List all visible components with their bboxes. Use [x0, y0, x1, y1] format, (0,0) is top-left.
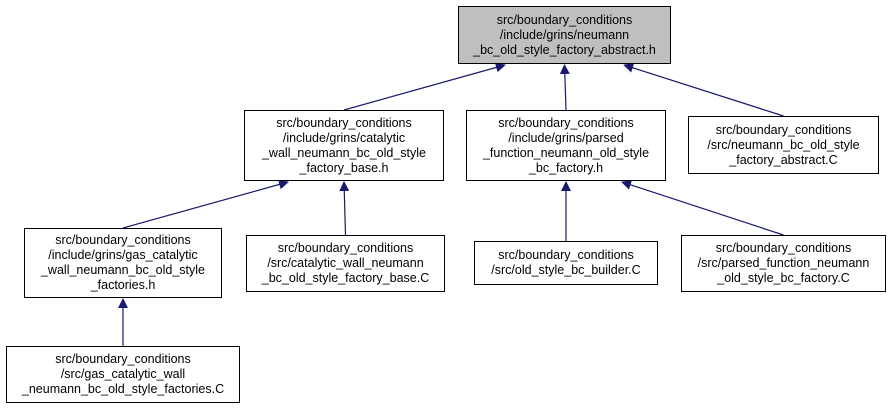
node-label-line: _neumann_bc_old_style_factories.C: [21, 382, 225, 396]
node-gas-catalytic-factories-source[interactable]: src/boundary_conditions/src/gas_catalyti…: [6, 346, 240, 403]
node-label-line: /src/parsed_function_neumann: [697, 256, 870, 270]
node-label-line: /src/catalytic_wall_neumann: [267, 256, 424, 270]
node-catalytic-factory-base-header[interactable]: src/boundary_conditions/include/grins/ca…: [244, 110, 444, 181]
node-label-line: /src/neumann_bc_old_style: [707, 137, 860, 152]
node-label-line: _bc_factory.h: [528, 160, 604, 175]
node-label-line: _old_style_bc_factory.C: [717, 271, 850, 285]
node-label-line: src/boundary_conditions: [55, 233, 191, 247]
node-label-line: src/boundary_conditions: [498, 115, 634, 130]
edge-catalytic_base_h-to-root: [343, 62, 506, 111]
node-label-line: /src/gas_catalytic_wall: [60, 367, 186, 381]
node-root-header: src/boundary_conditions/include/grins/ne…: [458, 6, 671, 64]
node-label-line: src/boundary_conditions: [55, 352, 191, 366]
edge-parsed_function_h-to-root: [559, 64, 570, 111]
node-label-line: _factories.h: [90, 278, 156, 292]
edge-parsed_function_c-to-parsed_function_h: [621, 180, 784, 236]
node-old-style-bc-builder-source[interactable]: src/boundary_conditions/src/old_style_bc…: [474, 241, 658, 285]
edge-catalytic_base_c-to-catalytic_base_h: [339, 181, 350, 236]
node-label-line: _wall_neumann_bc_old_style: [40, 263, 205, 277]
node-label-line: /include/grins/neumann: [499, 27, 630, 42]
node-label-line: _bc_old_style_factory_abstract.h: [473, 42, 656, 57]
node-catalytic-factory-base-source[interactable]: src/boundary_conditions/src/catalytic_wa…: [246, 235, 445, 292]
node-label-line: _function_neumann_old_style: [482, 145, 650, 160]
edge-factory_abstract_c-to-root: [623, 62, 784, 117]
edge-gas_catalytic_h-to-catalytic_base_h: [122, 179, 289, 229]
node-parsed-function-factory-header[interactable]: src/boundary_conditions/include/grins/pa…: [466, 110, 666, 181]
node-label-line: src/boundary_conditions: [496, 12, 633, 27]
node-label-line: _wall_neumann_bc_old_style: [261, 145, 426, 160]
node-label-line: _factory_abstract.C: [729, 152, 838, 167]
node-gas-catalytic-factories-header[interactable]: src/boundary_conditions/include/grins/ga…: [24, 228, 222, 298]
node-label-line: src/boundary_conditions: [277, 241, 414, 255]
node-label-line: src/boundary_conditions: [715, 241, 852, 255]
node-label-line: _factory_base.h: [299, 160, 389, 175]
node-label-line: /include/grins/catalytic: [282, 130, 406, 145]
node-label-line: src/boundary_conditions: [715, 122, 852, 137]
node-label-line: /include/grins/gas_catalytic: [48, 248, 198, 262]
node-label-line: /src/old_style_bc_builder.C: [491, 263, 641, 277]
node-parsed-function-factory-source[interactable]: src/boundary_conditions/src/parsed_funct…: [681, 235, 886, 292]
node-label-line: _bc_old_style_factory_base.C: [261, 271, 430, 285]
node-factory-abstract-source[interactable]: src/boundary_conditions/src/neumann_bc_o…: [688, 116, 879, 174]
node-label-line: src/boundary_conditions: [498, 248, 634, 262]
node-label-line: src/boundary_conditions: [276, 115, 412, 130]
node-label-line: /include/grins/parsed: [508, 130, 624, 145]
